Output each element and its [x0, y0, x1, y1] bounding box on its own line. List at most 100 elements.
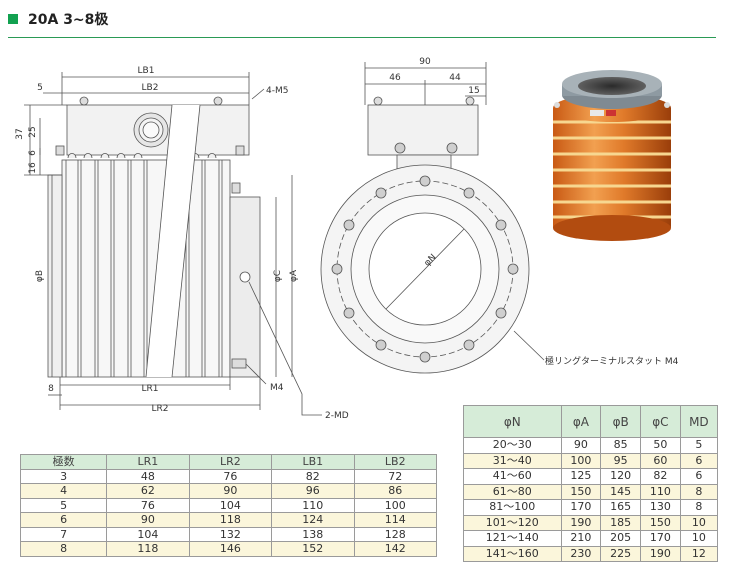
column-header: 極数	[19, 454, 108, 470]
table-cell: 141～160	[463, 545, 562, 562]
table-cell: 48	[106, 468, 190, 484]
table-cell: 10	[679, 514, 719, 531]
table-cell: 225	[600, 545, 642, 562]
dim-90: 90	[419, 57, 431, 67]
table-cell: 110	[271, 497, 355, 513]
column-header: LB2	[353, 454, 437, 470]
table-cell: 230	[560, 545, 602, 562]
table-cell: 50	[640, 437, 681, 454]
table-cell: 101～120	[463, 514, 562, 531]
table-cell: 6	[679, 452, 719, 469]
break-line	[146, 105, 200, 377]
table-cell: 81～100	[463, 499, 562, 516]
table-cell: 90	[560, 437, 602, 454]
table-cell: 82	[271, 468, 355, 484]
mounting-hole	[239, 271, 251, 283]
column-header: φN	[463, 405, 562, 438]
table-cell: 6	[679, 468, 719, 485]
table-cell: 8	[679, 499, 719, 516]
table-cell: 104	[106, 526, 190, 542]
table-cell: 138	[271, 526, 355, 542]
dim-phi-a: φA	[289, 269, 299, 282]
dim-5: 5	[37, 83, 43, 93]
table-cell: 6	[19, 512, 108, 528]
table-cell: 185	[600, 514, 642, 531]
table-cell: 96	[271, 483, 355, 499]
column-header: LB1	[271, 454, 355, 470]
table-cell: 72	[353, 468, 437, 484]
table-cell: 152	[271, 541, 355, 557]
side-view	[24, 72, 322, 416]
ring-stack	[47, 153, 261, 378]
table-cell: 150	[640, 514, 681, 531]
table-cell: 10	[679, 530, 719, 547]
dim-37: 37	[15, 128, 25, 139]
table-cell: 61～80	[463, 483, 562, 500]
dim-15: 15	[468, 86, 479, 96]
section-title: 20A 3~8极	[28, 12, 109, 28]
dim-16: 16	[28, 162, 38, 174]
callout-stud-m4: 極リングターミナルスタット M4	[545, 355, 679, 367]
dim-6: 6	[28, 150, 38, 156]
table-cell: 82	[640, 468, 681, 485]
table-header-row: φN φA φB φC MD	[463, 405, 719, 438]
front-view	[320, 62, 545, 374]
dim-25: 25	[28, 126, 38, 137]
table-cell: 145	[600, 483, 642, 500]
table-cell: 210	[560, 530, 602, 547]
dim-phi-b: φB	[35, 270, 45, 282]
table-cell: 4	[19, 483, 108, 499]
table-cell: 76	[188, 468, 273, 484]
table-cell: 118	[188, 512, 273, 528]
table-cell: 3	[19, 468, 108, 484]
table-cell: 100	[560, 452, 602, 469]
screw-head	[213, 96, 223, 106]
callout-4-m5: 4-M5	[266, 86, 288, 96]
side-view-labels: LB1 LB2 5 LR1 LR2 8 37 25 6 16 φB φC φA …	[15, 66, 349, 421]
table-cell: 190	[640, 545, 681, 562]
phi-n-diameter	[385, 228, 465, 310]
table-cell: 76	[106, 497, 190, 513]
table-header-row: 極数 LR1 LR2 LB1 LB2	[19, 454, 437, 470]
green-square-icon	[8, 14, 18, 24]
table-cell: 205	[600, 530, 642, 547]
dim-lb1: LB1	[138, 66, 155, 76]
table-cell: 118	[106, 541, 190, 557]
column-header: φA	[560, 405, 602, 438]
table-cell: 41～60	[463, 468, 562, 485]
table-cell: 5	[19, 497, 108, 513]
table-cell: 128	[353, 526, 437, 542]
dim-phi-c: φC	[273, 270, 283, 282]
table-cell: 86	[353, 483, 437, 499]
table-cell: 85	[600, 437, 642, 454]
table-cell: 8	[19, 541, 108, 557]
column-header: φB	[600, 405, 642, 438]
table-cell: 170	[560, 499, 602, 516]
table-cell: 62	[106, 483, 190, 499]
front-bolts	[331, 142, 519, 363]
callout-m4: M4	[270, 383, 284, 393]
table-cell: 165	[600, 499, 642, 516]
table-cell: 124	[271, 512, 355, 528]
dim-44: 44	[449, 73, 461, 83]
table-cell: 60	[640, 452, 681, 469]
table-cell: 7	[19, 526, 108, 542]
table-cell: 125	[560, 468, 602, 485]
table-cell: 190	[560, 514, 602, 531]
front-terminal-box	[367, 104, 479, 156]
table-cell: 104	[188, 497, 273, 513]
table-cell: 5	[679, 437, 719, 454]
terminal-stud	[231, 358, 247, 369]
